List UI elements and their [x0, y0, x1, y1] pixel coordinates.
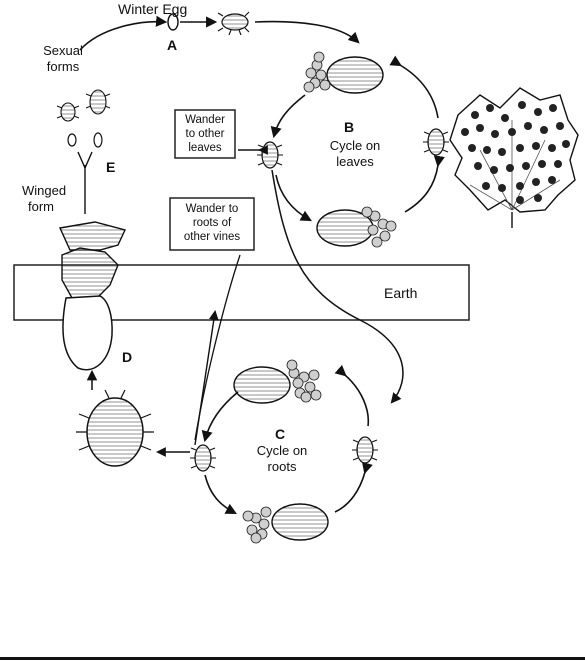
winged-form-label-line2: form [28, 199, 54, 214]
sexual-egg-icon-right [94, 133, 102, 147]
stage-c-label: C [275, 427, 285, 442]
sexual-egg-icon-left [68, 134, 76, 146]
root-cycle-arrow-top-right [345, 375, 368, 426]
wander-leaves-text-2: to other [175, 128, 235, 141]
root-cycle-arrow-right [335, 472, 365, 512]
crawler-aphid-icon-leaf-right [423, 129, 449, 155]
wander-roots-text-3: other vines [170, 231, 254, 244]
stage-e-label: E [106, 160, 115, 175]
wander-leaves-text-1: Wander [175, 114, 235, 127]
sexual-forms-label-line1: Sexual [33, 43, 93, 58]
root-nymph-aphid-icon [76, 390, 154, 466]
egg-laying-aphid-icon-root-top [234, 360, 321, 403]
sexual-form-aphid-icon-right [86, 90, 110, 114]
winter-egg-label: Winter Egg [118, 2, 187, 17]
winged-form-label-line1: Winged [22, 183, 66, 198]
leaf-cycle-arrow-right [405, 165, 438, 212]
bottom-rule [0, 657, 585, 660]
cycle-leaves-label-line2: leaves [320, 154, 390, 169]
root-cycle-arrow-left-bottom [205, 475, 235, 513]
wander-roots-text-2: roots of [170, 217, 254, 230]
crawler-aphid-icon-root-right [352, 437, 378, 463]
crawler-aphid-icon-root-left [190, 445, 216, 471]
crawler-aphid-icon-top [218, 12, 249, 35]
wander-roots-text-1: Wander to [170, 203, 254, 216]
egg-laying-aphid-icon-leaf-bottom [317, 207, 396, 247]
arrow-top-to-leaf-cycle [255, 22, 358, 42]
earth-label: Earth [384, 286, 417, 301]
leaf-cycle-arrow-top-right [400, 65, 438, 118]
leaf-cycle-arrow-left-top [274, 95, 305, 136]
sexual-form-aphid-icon-left [57, 103, 79, 121]
cycle-roots-label-line1: Cycle on [247, 443, 317, 458]
root-cycle-arrow-left-top [205, 392, 238, 440]
stage-b-label: B [344, 120, 354, 135]
egg-laying-aphid-icon-leaf-top [304, 52, 383, 93]
stage-a-label: A [167, 38, 177, 53]
wander-leaves-text-3: leaves [175, 142, 235, 155]
grape-leaf-icon [450, 88, 578, 228]
stage-d-label: D [122, 350, 132, 365]
egg-laying-aphid-icon-root-bottom [243, 504, 328, 543]
cycle-roots-label-line2: roots [247, 459, 317, 474]
crawler-aphid-icon-leaf-left [257, 142, 283, 168]
sexual-forms-label-line2: forms [33, 59, 93, 74]
cycle-leaves-label-line1: Cycle on [320, 138, 390, 153]
